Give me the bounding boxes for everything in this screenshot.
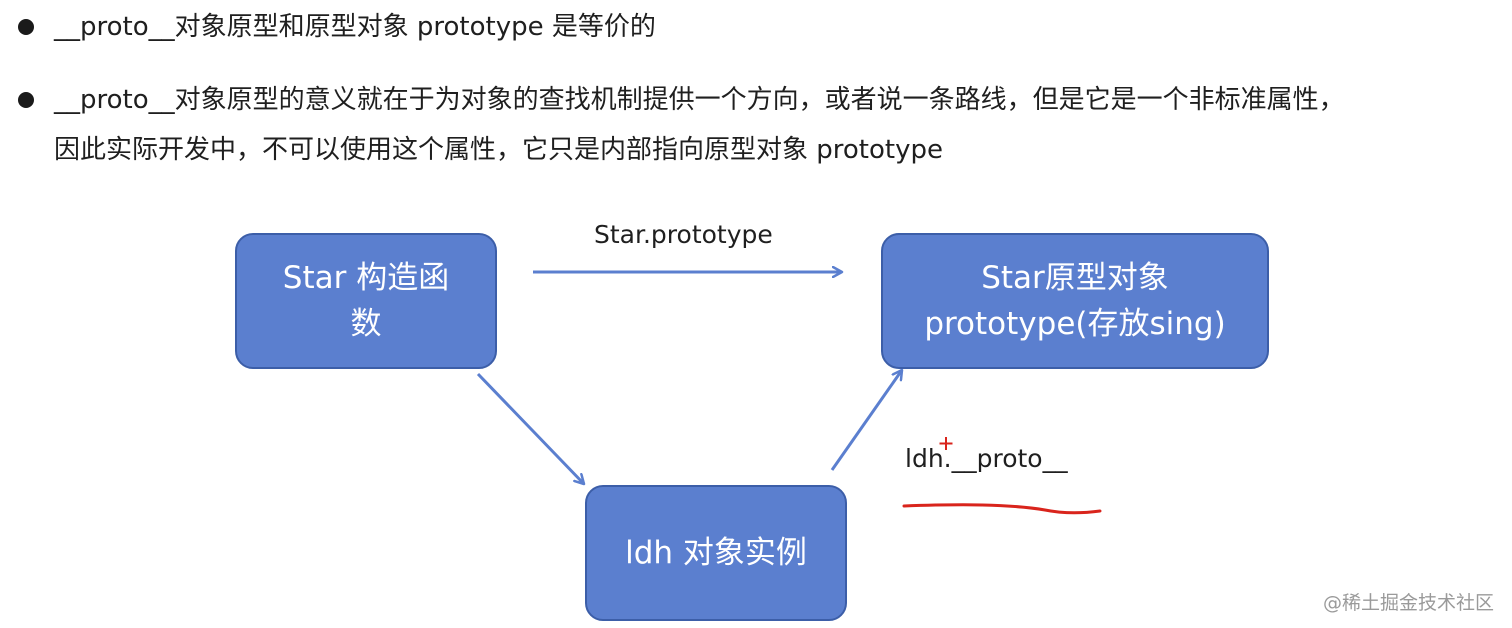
arrow-label-prototype: Star.prototype xyxy=(594,220,773,249)
constructor-box-line-2: 数 xyxy=(350,306,382,342)
bullet-text-line-2: 因此实际开发中，不可以使用这个属性，它只是内部指向原型对象 prototype xyxy=(54,135,943,165)
arrow-instance-to-prototype xyxy=(830,370,902,471)
bullet-text-line-1: __proto__对象原型的意义就在于为对象的查找机制提供一个方向，或者说一条路… xyxy=(54,85,1345,115)
bullet-text: __proto__对象原型和原型对象 prototype 是等价的 xyxy=(54,12,656,42)
instance-box: ldh 对象实例 xyxy=(585,485,847,621)
prototype-box-line-2: prototype(存放sing) xyxy=(924,306,1226,342)
red-cursor-mark xyxy=(939,437,953,450)
bullet-item-meaning: __proto__对象原型的意义就在于为对象的查找机制提供一个方向，或者说一条路… xyxy=(18,75,1498,175)
bullet-dot-icon xyxy=(18,92,34,108)
prototype-box: Star原型对象 prototype(存放sing) xyxy=(881,233,1269,369)
watermark: @稀土掘金技术社区 xyxy=(1322,592,1494,614)
constructor-box-line-1: Star 构造函 xyxy=(282,260,450,296)
arrow-label-proto: ldh.__proto__ xyxy=(905,444,1068,473)
arrow-constructor-to-instance xyxy=(476,372,584,484)
prototype-box-line-1: Star原型对象 xyxy=(981,260,1169,296)
constructor-box: Star 构造函 数 xyxy=(235,233,497,369)
bullet-dot-icon xyxy=(18,19,34,35)
red-underline-annotation xyxy=(902,503,1102,515)
instance-box-label: ldh 对象实例 xyxy=(625,535,807,571)
bullet-item-equivalence: __proto__对象原型和原型对象 prototype 是等价的 xyxy=(18,2,1498,52)
